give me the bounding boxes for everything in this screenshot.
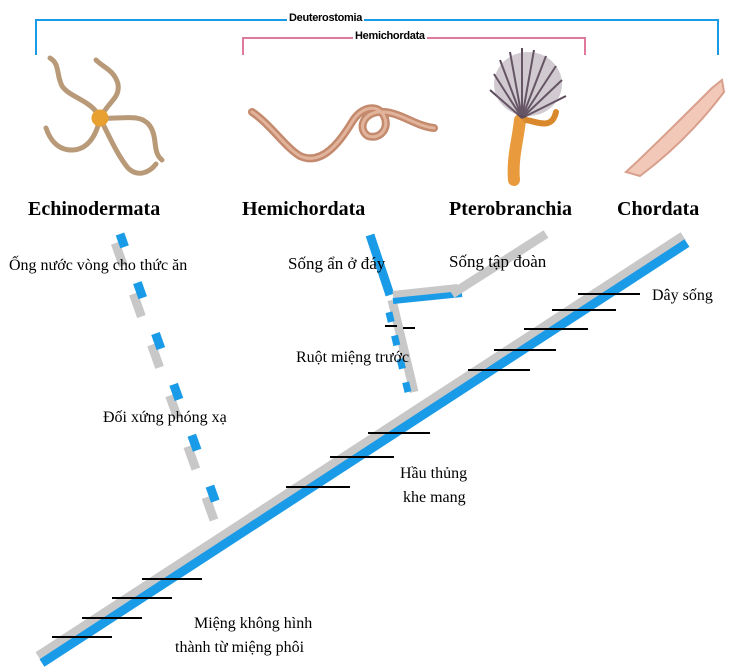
echinodermata-branch: [112, 234, 222, 520]
hemichordata-group-label: Hemichordata: [353, 30, 427, 42]
trait-pharyngeal-slits-line1: Hầu thủng: [400, 465, 467, 483]
trait-radial-symmetry: Đối xứng phóng xạ: [103, 409, 227, 427]
trait-deuterostome-line1: Miệng không hình: [194, 615, 312, 633]
trait-pharyngeal-slits-line2: khe mang: [403, 489, 466, 507]
taxon-hemichordata: Hemichordata: [242, 198, 365, 221]
lancelet-icon: [626, 80, 724, 176]
trait-burrowing: Sống ẩn ở đáy: [288, 254, 385, 274]
taxon-chordata: Chordata: [617, 198, 699, 221]
acorn-worm-icon: [252, 108, 434, 158]
trait-stomochord: Ruột miệng trước: [296, 349, 409, 367]
taxon-pterobranchia: Pterobranchia: [449, 198, 572, 221]
trait-colonial: Sống tập đoàn: [449, 252, 546, 272]
trait-deuterostome-line2: thành từ miệng phôi: [175, 639, 304, 657]
trait-water-vascular: Ống nước vòng cho thức ăn: [9, 257, 187, 275]
brittle-star-icon: [46, 58, 162, 173]
pterobranch-icon: [490, 48, 566, 180]
deuterostomia-label: Deuterostomia: [287, 12, 364, 24]
taxon-echinodermata: Echinodermata: [28, 198, 160, 221]
trait-notochord: Dây sống: [652, 287, 713, 305]
